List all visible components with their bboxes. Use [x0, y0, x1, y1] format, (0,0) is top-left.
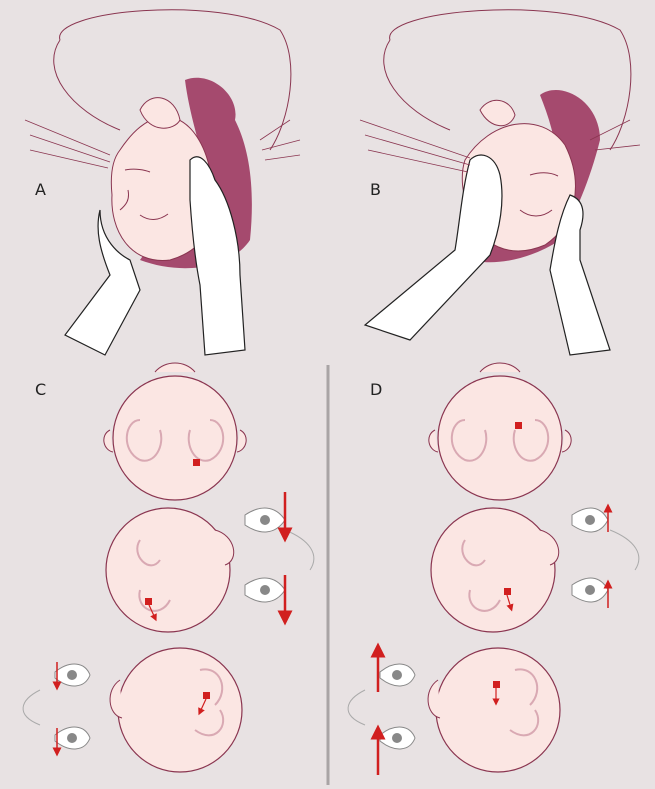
ear [480, 100, 515, 125]
panel-c-head-bottom [110, 648, 242, 772]
left-hand-arm [365, 155, 502, 340]
otolith-marker [145, 598, 152, 605]
panel-c-head-middle [106, 508, 234, 632]
panel-d-eyes-bottom [348, 650, 415, 775]
panel-b [360, 10, 640, 355]
panel-d-head-bottom [428, 648, 560, 772]
panel-d-head-middle [431, 508, 559, 632]
otolith-marker [504, 588, 511, 595]
panel-c-eyes-middle [245, 492, 314, 618]
panel-a [25, 10, 300, 355]
panel-d-head-top [429, 363, 571, 500]
otolith-marker [203, 692, 210, 699]
otolith-marker [493, 681, 500, 688]
otolith-marker [515, 422, 522, 429]
otolith-marker [193, 459, 200, 466]
panel-d-eyes-middle [572, 508, 639, 608]
panel-c-head-top [104, 363, 246, 500]
panel-c-eyes-bottom [23, 662, 90, 752]
